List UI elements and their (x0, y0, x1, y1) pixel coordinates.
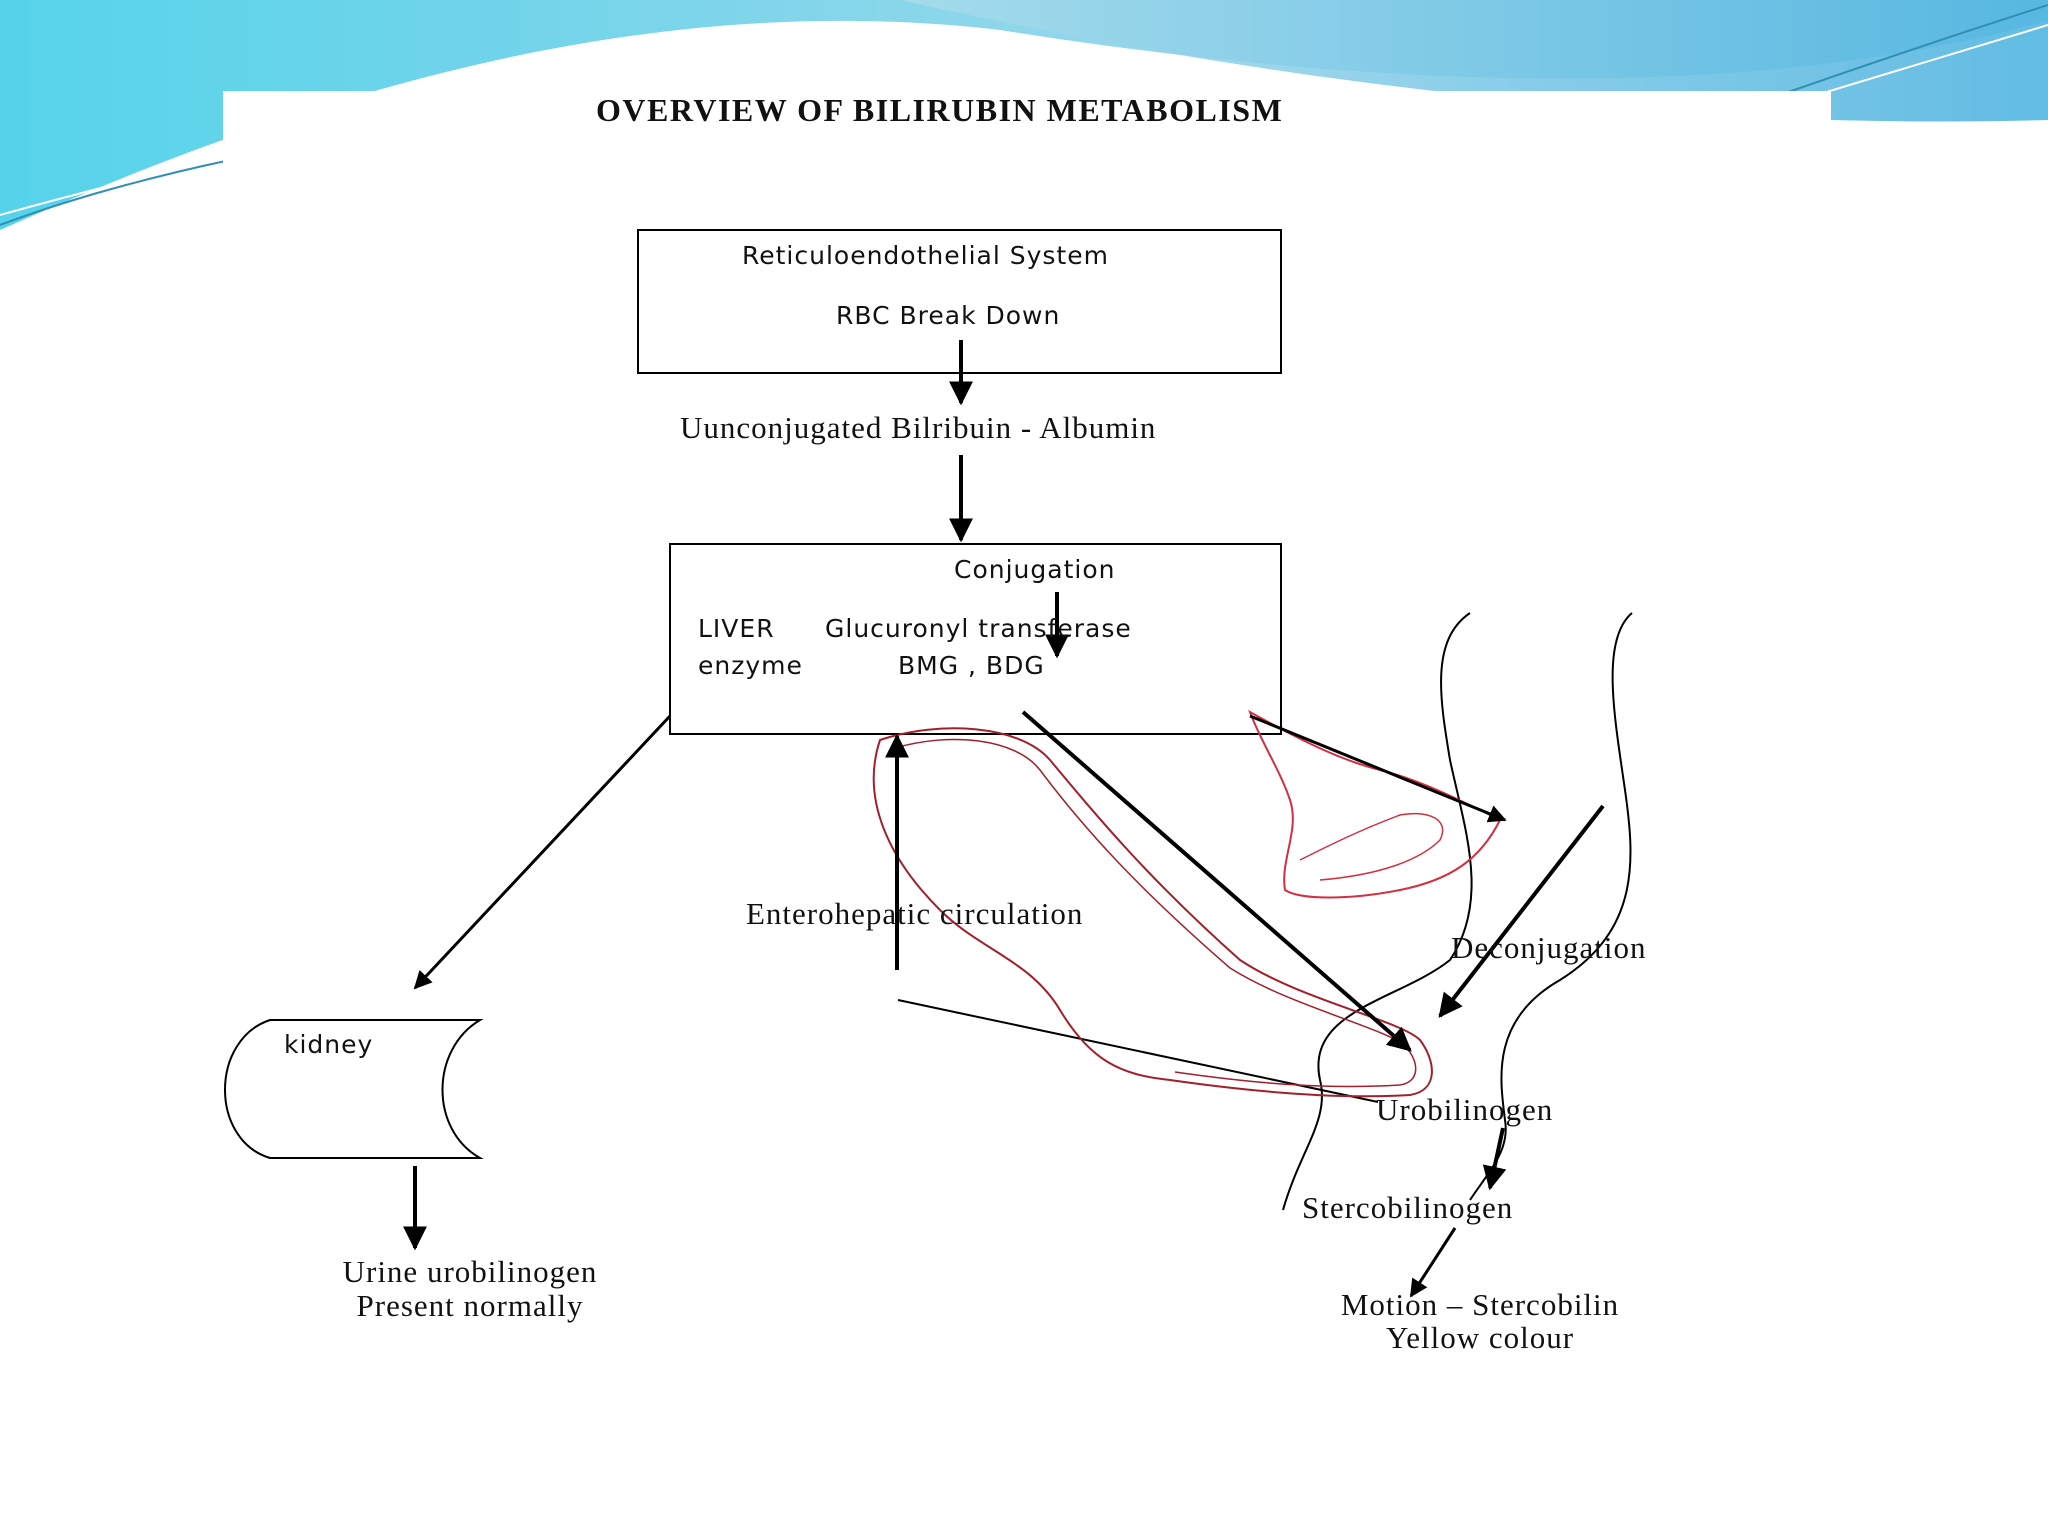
res-box-line1: Reticuloendothelial System (742, 241, 1109, 270)
arrow-liver-to-urobilinogen (1021, 710, 1412, 1052)
kidney-label: kidney (284, 1030, 374, 1059)
intestine-outline-right (1469, 612, 1633, 1201)
gallbladder-loop-inner (1299, 813, 1444, 881)
arrow-liver-to-gallbladder (1249, 714, 1507, 823)
enterohepatic-loop (872, 727, 1433, 1098)
motion-line1: Motion – Stercobilin (1340, 1287, 1620, 1322)
gallbladder-loop (1248, 709, 1502, 899)
urine-line1: Urine urobilinogen (342, 1254, 598, 1289)
urobilinogen-label: Urobilinogen (1376, 1092, 1554, 1127)
enterohepatic-label: Enterohepatic circulation (746, 896, 1084, 931)
arrow-deconjugation (1438, 804, 1605, 1018)
content-panel (223, 91, 1831, 1419)
arrow-urobilinogen-to-stercobilinogen (1482, 1127, 1507, 1191)
motion-line2: Yellow colour (1385, 1320, 1575, 1355)
enterohepatic-loop-inner (894, 738, 1417, 1088)
liver-box (669, 543, 1282, 735)
unconjugated-bilirubin-label: Uunconjugated Bilribuin - Albumin (680, 410, 1157, 445)
page-title: OVERVIEW OF BILIRUBIN METABOLISM (596, 92, 1284, 128)
intestine-outline-left (1282, 612, 1473, 1211)
products-label: BMG , BDG (898, 651, 1045, 680)
arrow-stercobilinogen-to-motion (1409, 1227, 1457, 1298)
stercobilinogen-label: Stercobilinogen (1302, 1190, 1514, 1225)
urine-line2: Present normally (356, 1288, 584, 1323)
motion-stercobilin-label: Motion – Stercobilin Yellow colour (1290, 1288, 1670, 1354)
enzyme-name-label: Glucuronyl transferase (825, 614, 1132, 643)
arrow-liver-to-kidney (413, 714, 672, 990)
urine-urobilinogen-label: Urine urobilinogen Present normally (300, 1255, 640, 1323)
portal-line (897, 999, 1379, 1103)
conjugation-label: Conjugation (954, 555, 1116, 584)
liver-label: LIVER (698, 614, 775, 643)
enzyme-label: enzyme (698, 651, 803, 680)
deconjugation-label: Deconjugation (1451, 930, 1647, 965)
res-box-line2: RBC Break Down (836, 301, 1061, 330)
kidney-shape (224, 1019, 484, 1159)
